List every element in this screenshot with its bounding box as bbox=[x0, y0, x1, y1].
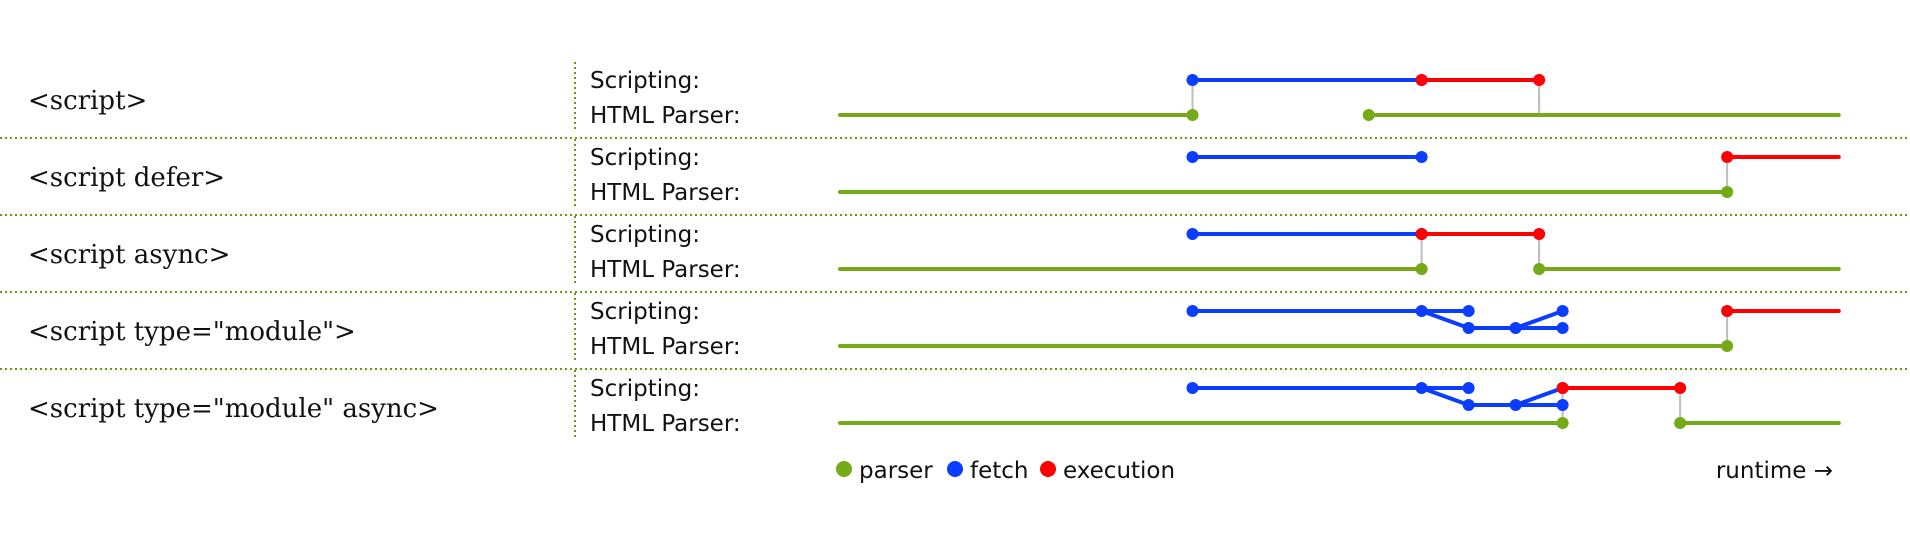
timeline-row: <script type="module"> Scripting: HTML Par… bbox=[28, 299, 1841, 360]
parser-pause-dot bbox=[1186, 109, 1199, 121]
row-label: <script async> bbox=[28, 240, 230, 270]
execution-end-dot bbox=[1533, 74, 1546, 86]
fetch-end-dot bbox=[1415, 151, 1428, 163]
execution-start-dot bbox=[1556, 382, 1569, 394]
module-fetch-dot bbox=[1462, 382, 1475, 394]
execution-end-dot bbox=[1674, 382, 1687, 394]
legend-fetch-dot bbox=[947, 461, 963, 477]
parser-lane-label: HTML Parser: bbox=[590, 180, 741, 206]
module-fetch-segment bbox=[1419, 309, 1471, 330]
legend: parser fetch execution runtime → bbox=[836, 458, 1833, 484]
module-fetch-dot bbox=[1556, 305, 1569, 317]
module-fetch-dot bbox=[1462, 399, 1475, 411]
timeline-row: <script async> Scripting: HTML Parser: bbox=[28, 222, 1841, 283]
row-label: <script type="module"> bbox=[28, 317, 356, 347]
module-fetch-dot bbox=[1509, 399, 1522, 411]
legend-execution-dot bbox=[1040, 461, 1056, 477]
row-label: <script type="module" async> bbox=[28, 394, 439, 424]
parser-pause-dot bbox=[1556, 417, 1569, 429]
module-fetch-dot bbox=[1509, 322, 1522, 334]
parser-lane-label: HTML Parser: bbox=[590, 334, 741, 360]
execution-start-dot bbox=[1721, 151, 1734, 163]
fetch-start-dot bbox=[1186, 228, 1199, 240]
module-fetch-dot bbox=[1556, 399, 1569, 411]
row-label: <script defer> bbox=[28, 163, 225, 193]
parser-pause-dot bbox=[1721, 340, 1734, 352]
legend-fetch-label: fetch bbox=[970, 458, 1029, 484]
scripting-lane-label: Scripting: bbox=[590, 68, 700, 94]
parser-lane-label: HTML Parser: bbox=[590, 257, 741, 283]
parser-lane-label: HTML Parser: bbox=[590, 411, 741, 437]
scripting-lane-label: Scripting: bbox=[590, 145, 700, 171]
legend-parser-label: parser bbox=[859, 458, 933, 484]
timeline-row: <script> Scripting: HTML Parser: bbox=[28, 68, 1841, 129]
fetch-start-dot bbox=[1186, 151, 1199, 163]
module-fetch-segment bbox=[1419, 386, 1471, 407]
module-fetch-dot bbox=[1462, 322, 1475, 334]
timeline-row: <script type="module" async> Scripting: HT… bbox=[28, 376, 1841, 437]
parser-pause-dot bbox=[1721, 186, 1734, 198]
timeline-rows: <script>Scripting:HTML Parser:<script de… bbox=[28, 68, 1841, 437]
parser-resume-dot bbox=[1362, 109, 1375, 121]
scripting-lane-label: Scripting: bbox=[590, 376, 700, 402]
fetch-start-dot bbox=[1186, 74, 1199, 86]
legend-execution-label: execution bbox=[1063, 458, 1175, 484]
execution-start-dot bbox=[1415, 228, 1428, 240]
fetch-start-dot bbox=[1186, 382, 1199, 394]
parser-pause-dot bbox=[1415, 263, 1428, 275]
runtime-label: runtime → bbox=[1716, 458, 1833, 484]
parser-resume-dot bbox=[1533, 263, 1546, 275]
legend-parser-dot bbox=[836, 461, 852, 477]
parser-resume-dot bbox=[1674, 417, 1687, 429]
parser-lane-label: HTML Parser: bbox=[590, 103, 741, 129]
module-fetch-segment bbox=[1513, 309, 1565, 330]
execution-start-dot bbox=[1721, 305, 1734, 317]
module-fetch-segment bbox=[1513, 386, 1565, 407]
row-dividers bbox=[0, 137, 1910, 370]
execution-start-dot bbox=[1415, 74, 1428, 86]
scripting-lane-label: Scripting: bbox=[590, 222, 700, 248]
module-fetch-dot bbox=[1462, 305, 1475, 317]
fetch-start-dot bbox=[1186, 305, 1199, 317]
scripting-lane-label: Scripting: bbox=[590, 299, 700, 325]
timeline-row: <script defer> Scripting: HTML Parser: bbox=[28, 145, 1841, 206]
module-fetch-dot bbox=[1556, 322, 1569, 334]
execution-end-dot bbox=[1533, 228, 1546, 240]
row-label: <script> bbox=[28, 86, 147, 116]
